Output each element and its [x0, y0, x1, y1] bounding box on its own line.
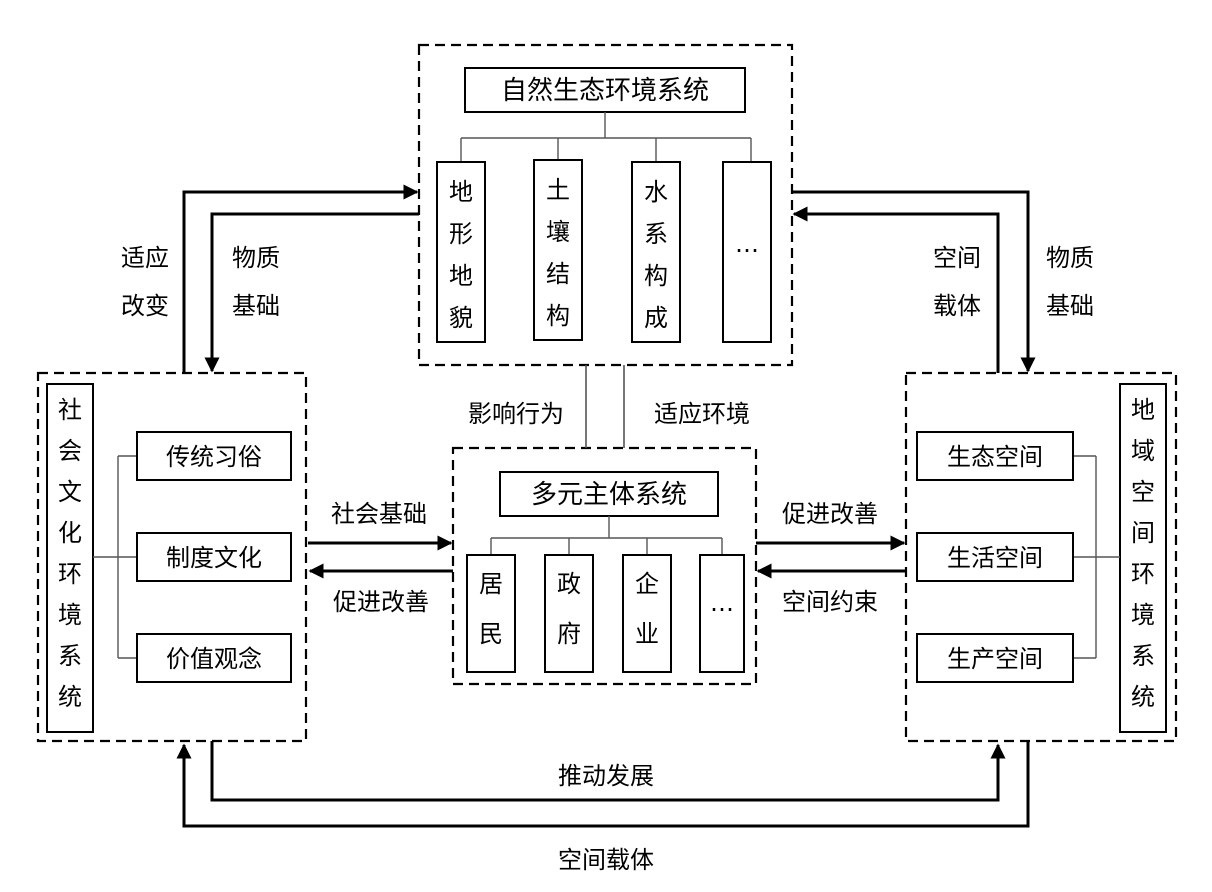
actors-title: 多元主体系统	[531, 480, 687, 510]
svg-text:域: 域	[1131, 437, 1155, 465]
svg-text:统: 统	[58, 683, 82, 711]
label-spatial-constraint: 空间约束	[782, 588, 878, 616]
svg-text:土: 土	[546, 176, 570, 204]
natural-system-group	[417, 43, 794, 367]
svg-text:环: 环	[58, 560, 82, 588]
social-system-group	[36, 371, 308, 743]
svg-text:生活空间: 生活空间	[947, 544, 1043, 572]
actor-enterprise: 企 业	[622, 554, 672, 673]
svg-text:民: 民	[479, 620, 503, 648]
svg-text:间: 间	[1131, 519, 1155, 547]
natural-item-water: 水 系 构 成	[631, 161, 681, 343]
svg-text:政: 政	[557, 570, 581, 598]
svg-text:制度文化: 制度文化	[166, 544, 262, 572]
actors-title-box	[499, 471, 719, 517]
svg-text:地: 地	[449, 178, 473, 206]
social-item-values: 价值观念	[136, 633, 292, 683]
svg-text:…: …	[710, 589, 734, 617]
svg-text:企: 企	[635, 570, 659, 598]
label-adapt-environment: 适应环境	[654, 400, 750, 428]
natural-connector	[460, 112, 752, 162]
svg-text:空: 空	[1131, 478, 1155, 506]
actor-residents: 居 民	[466, 554, 516, 673]
regional-system-group	[904, 371, 1178, 743]
arrow-natural-to-regional	[792, 190, 1036, 373]
social-title-box: 社 会 文 化 环 境 系 统	[46, 383, 94, 733]
svg-text:结: 结	[546, 260, 570, 288]
label-spatial-carrier-right-1: 空间	[933, 244, 981, 272]
svg-text:府: 府	[557, 620, 581, 648]
label-promote-improve-left: 促进改善	[333, 588, 429, 616]
label-material-right-1: 物质	[1046, 244, 1094, 272]
label-drive-development: 推动发展	[558, 762, 654, 790]
svg-text:环: 环	[1131, 560, 1155, 588]
natural-title: 自然生态环境系统	[501, 76, 709, 106]
regional-item-production-space: 生产空间	[916, 633, 1074, 683]
natural-item-more: …	[722, 161, 772, 343]
label-material-left-2: 基础	[232, 292, 280, 320]
svg-text:价值观念: 价值观念	[166, 645, 262, 673]
svg-text:貌: 貌	[449, 304, 473, 332]
svg-text:构: 构	[644, 262, 668, 290]
svg-text:成: 成	[644, 304, 668, 332]
svg-text:系: 系	[1131, 642, 1155, 670]
svg-text:构: 构	[546, 302, 570, 330]
social-item-customs: 传统习俗	[136, 431, 292, 481]
arrow-natural-to-social	[204, 212, 419, 373]
label-spatial-carrier-right-2: 载体	[933, 292, 981, 320]
natural-item-soil: 土 壤 结 构	[533, 159, 583, 341]
svg-text:境: 境	[58, 601, 82, 629]
natural-item-terrain: 地 形 地 貌	[436, 161, 486, 343]
arrow-social-to-regional	[210, 741, 1006, 802]
label-adapt-2: 改变	[121, 292, 169, 320]
svg-text:…: …	[735, 230, 759, 258]
regional-item-ecological-space: 生态空间	[916, 431, 1074, 481]
svg-text:生态空间: 生态空间	[947, 443, 1043, 471]
svg-text:社: 社	[58, 396, 82, 424]
arrow-regional-to-natural	[792, 206, 1000, 373]
label-material-left-1: 物质	[232, 244, 280, 272]
svg-text:地: 地	[449, 262, 473, 290]
svg-text:境: 境	[1131, 601, 1155, 629]
label-spatial-carrier-bottom: 空间载体	[558, 846, 654, 874]
regional-title-box: 地 域 空 间 环 境 系 统	[1119, 383, 1167, 733]
actors-system-group	[451, 446, 758, 686]
svg-text:居: 居	[479, 570, 503, 598]
svg-text:壤: 壤	[546, 218, 570, 246]
svg-text:化: 化	[58, 519, 82, 547]
svg-text:系: 系	[58, 642, 82, 670]
svg-text:生产空间: 生产空间	[947, 645, 1043, 673]
svg-text:系: 系	[644, 220, 668, 248]
svg-text:地: 地	[1131, 396, 1155, 424]
arrow-social-to-natural	[182, 184, 419, 373]
svg-text:业: 业	[635, 620, 659, 648]
label-social-base: 社会基础	[331, 500, 427, 528]
actor-government: 政 府	[544, 554, 594, 673]
label-adapt-1: 适应	[121, 244, 169, 272]
social-connector	[93, 455, 137, 659]
svg-text:形: 形	[449, 220, 473, 248]
svg-text:文: 文	[58, 478, 82, 506]
social-item-institutional-culture: 制度文化	[136, 532, 292, 582]
svg-text:水: 水	[644, 178, 668, 206]
svg-text:统: 统	[1131, 683, 1155, 711]
actor-more: …	[699, 554, 745, 673]
label-promote-improve-right: 促进改善	[782, 500, 878, 528]
regional-connector	[1073, 455, 1120, 659]
actors-connector	[490, 516, 723, 555]
label-material-right-2: 基础	[1046, 292, 1094, 320]
svg-text:传统习俗: 传统习俗	[166, 443, 262, 471]
label-influence-behavior: 影响行为	[468, 400, 564, 428]
natural-actors-link	[585, 365, 625, 448]
arrow-regional-to-social	[176, 741, 1030, 828]
regional-item-living-space: 生活空间	[916, 532, 1074, 582]
natural-title-box	[464, 67, 746, 113]
svg-text:会: 会	[58, 437, 82, 465]
